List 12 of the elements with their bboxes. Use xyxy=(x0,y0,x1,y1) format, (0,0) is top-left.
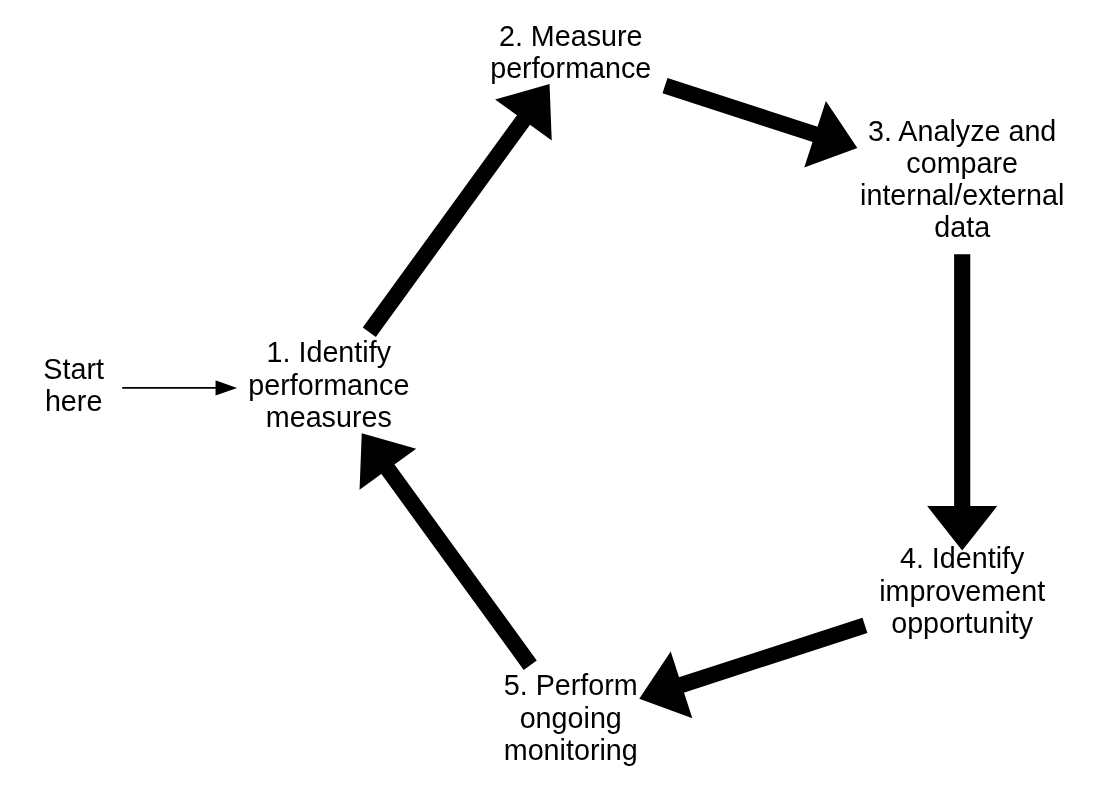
node-text: 2. Measure performance xyxy=(489,19,651,84)
arrow xyxy=(638,617,867,719)
node-text: 4. Identify improvement opportunity xyxy=(878,542,1045,639)
arrow xyxy=(359,433,537,670)
node-text: 3. Analyze and compare internal/external data xyxy=(859,114,1064,244)
arrow xyxy=(120,380,237,396)
node-text: 5. Perform ongoing monitoring xyxy=(503,669,638,767)
arrow xyxy=(662,77,857,168)
node-text: 1. Identify performance measures xyxy=(247,336,409,434)
node-text: Start here xyxy=(42,352,104,417)
arrow xyxy=(362,84,552,337)
arrow xyxy=(926,254,997,551)
